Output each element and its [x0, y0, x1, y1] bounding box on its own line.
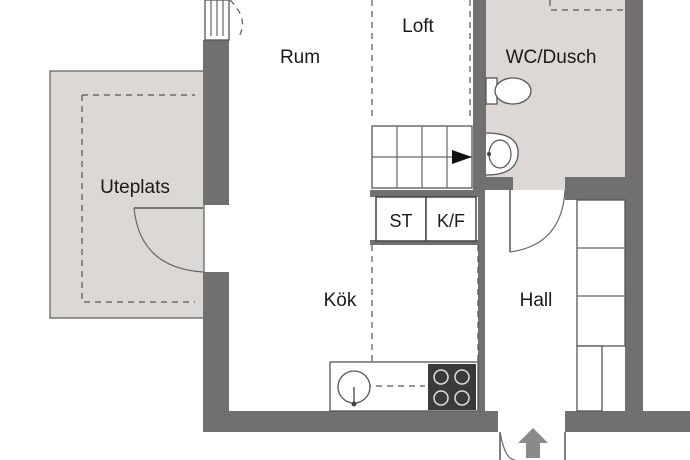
- appliance-kf-label: K/F: [437, 211, 465, 231]
- entrance-door: [499, 428, 566, 460]
- washbasin-icon: [485, 132, 519, 176]
- arrow-up-icon: [518, 428, 548, 458]
- window: [204, 0, 244, 41]
- room-label-loft: Loft: [402, 16, 434, 37]
- loft-outline: [371, 0, 471, 120]
- stove-icon: [428, 364, 476, 410]
- kitchen-outline: [371, 245, 479, 362]
- toilet-icon: [485, 77, 532, 105]
- arrow-right-icon: [452, 150, 472, 164]
- staircase: [371, 125, 473, 189]
- appliance-st-label: ST: [389, 211, 412, 231]
- room-label-uteplats: Uteplats: [100, 177, 170, 198]
- room-label-hall: Hall: [520, 290, 553, 311]
- terrace-door: [133, 207, 204, 273]
- room-label-kok: Kök: [324, 290, 357, 311]
- kitchen-appliances: ST K/F: [375, 196, 477, 242]
- sink-icon: [337, 370, 371, 407]
- terrace: [49, 70, 205, 319]
- walls: [203, 0, 690, 432]
- wc-door: [509, 189, 566, 253]
- shower-outline: [549, 0, 625, 11]
- hall-wardrobe: [576, 199, 626, 412]
- room-label-wc: WC/Dusch: [506, 47, 597, 68]
- kitchen-counter: [329, 361, 479, 412]
- room-label-rum: Rum: [280, 47, 320, 68]
